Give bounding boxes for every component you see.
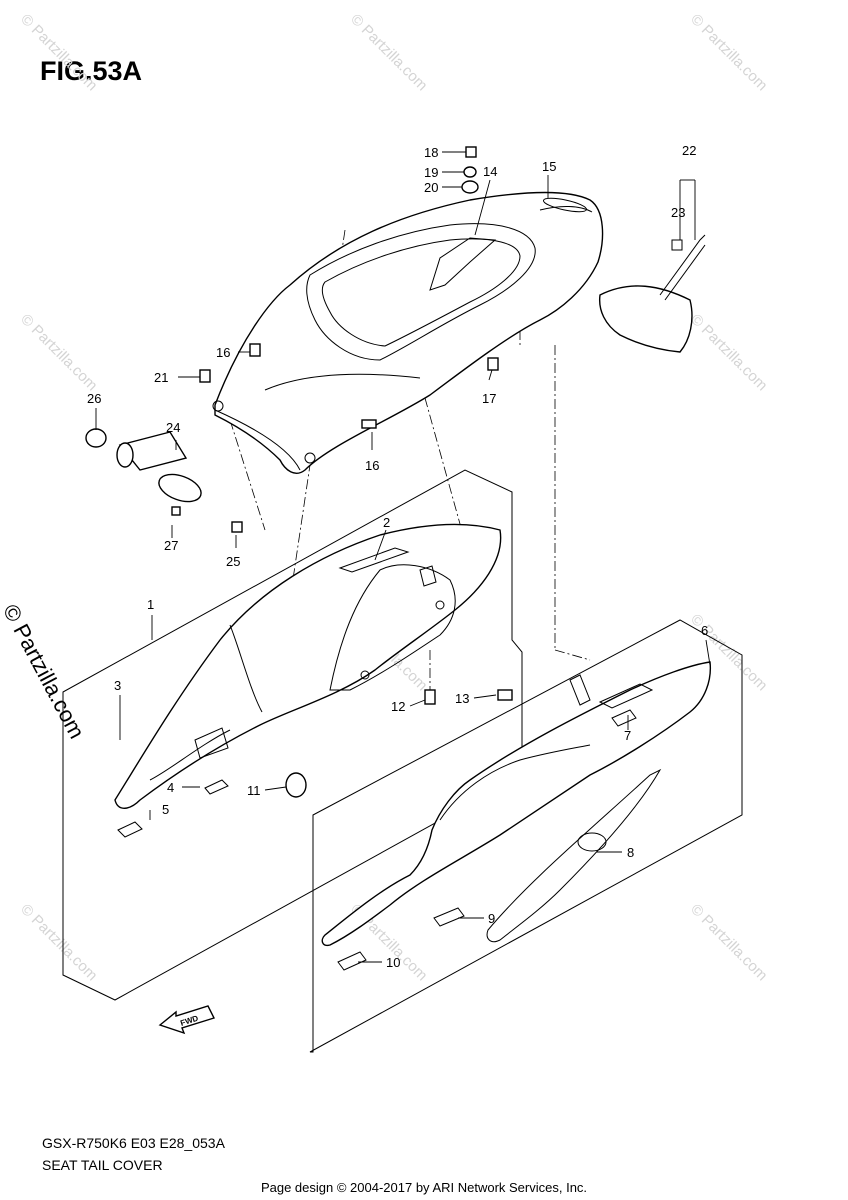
watermark-tile: © Partzilla.com: [347, 11, 430, 94]
watermark-tile: © Partzilla.com: [687, 901, 770, 984]
watermark-tiles: © Partzilla.com © Partzilla.com © Partzi…: [17, 11, 770, 984]
callouts: 1 2 3 4 5 6 7 8 9 10 11 12 13 14 15 16 1…: [87, 143, 708, 970]
callout-5: 5: [162, 802, 169, 817]
callout-10: 10: [386, 955, 400, 970]
callout-17: 17: [482, 391, 496, 406]
rear-bracket: [598, 234, 706, 353]
callout-8: 8: [627, 845, 634, 860]
section-name: SEAT TAIL COVER: [42, 1157, 163, 1173]
callout-21: 21: [154, 370, 168, 385]
right-panel-outline: [309, 619, 743, 1053]
seat-tail-cover: [212, 191, 604, 474]
watermark-tile: © Partzilla.com: [17, 11, 100, 94]
callout-15: 15: [542, 159, 556, 174]
callout-3: 3: [114, 678, 121, 693]
leader-lines: [95, 151, 711, 963]
fwd-arrow: FWD: [158, 1005, 215, 1035]
callout-26: 26: [87, 391, 101, 406]
left-panel-outline: [62, 469, 523, 1001]
callout-19: 19: [424, 165, 438, 180]
callout-22: 22: [682, 143, 696, 158]
callout-25: 25: [226, 554, 240, 569]
callout-6: 6: [701, 623, 708, 638]
watermark-tile: © Partzilla.com: [17, 311, 100, 394]
model-code: GSX-R750K6 E03 E28_053A: [42, 1135, 225, 1151]
callout-4: 4: [167, 780, 174, 795]
left-side-cover: [114, 523, 502, 838]
callout-16-b: 16: [365, 458, 379, 473]
callout-7: 7: [624, 728, 631, 743]
callout-9: 9: [488, 911, 495, 926]
callout-27: 27: [164, 538, 178, 553]
page-footer: Page design © 2004-2017 by ARI Network S…: [260, 1180, 588, 1195]
callout-16: 16: [216, 345, 230, 360]
callout-14: 14: [483, 164, 497, 179]
callout-23: 23: [671, 205, 685, 220]
watermark-tile: © Partzilla.com: [687, 11, 770, 94]
callout-2: 2: [383, 515, 390, 530]
watermark-tile: © Partzilla.com: [687, 311, 770, 394]
callout-20: 20: [424, 180, 438, 195]
right-side-cover: [321, 661, 712, 971]
callout-18: 18: [424, 145, 438, 160]
callout-13: 13: [455, 691, 469, 706]
watermark-tile: © Partzilla.com: [17, 901, 100, 984]
callout-11: 11: [247, 783, 261, 798]
callout-24: 24: [166, 420, 180, 435]
figure-title: FIG.53A: [40, 56, 143, 86]
callout-1: 1: [147, 597, 154, 612]
callout-12: 12: [391, 699, 405, 714]
